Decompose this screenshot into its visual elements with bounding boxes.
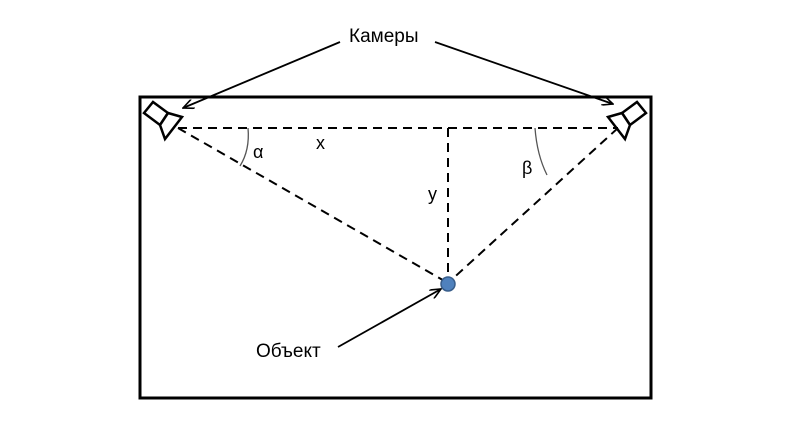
object-marker bbox=[440, 276, 456, 292]
beta-label: β bbox=[522, 158, 532, 178]
object-label: Объект bbox=[256, 341, 321, 362]
alpha-arc bbox=[239, 127, 249, 167]
alpha-label: α bbox=[253, 142, 263, 162]
cameras-label: Камеры bbox=[349, 26, 419, 47]
right-sight-line bbox=[447, 127, 619, 284]
room-boundary bbox=[138, 95, 653, 400]
left-sight-line bbox=[177, 127, 449, 284]
arrow-to-left-camera bbox=[183, 41, 341, 108]
arrow-to-right-camera bbox=[434, 41, 613, 104]
x-label: x bbox=[316, 133, 325, 153]
y-label: y bbox=[428, 184, 437, 204]
left-camera-icon bbox=[142, 100, 185, 142]
arrow-to-object bbox=[337, 289, 441, 348]
beta-arc bbox=[534, 127, 548, 176]
right-camera-icon bbox=[605, 100, 648, 142]
